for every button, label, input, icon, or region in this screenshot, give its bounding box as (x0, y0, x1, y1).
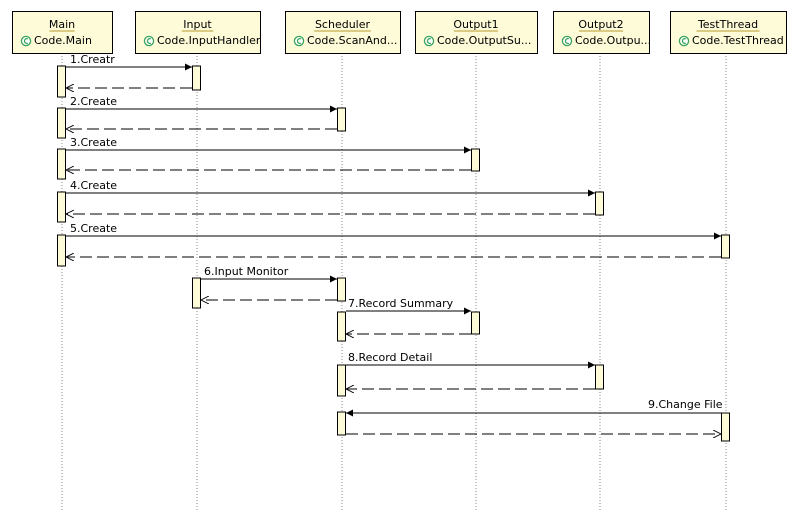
message-label: 4.Create (70, 179, 117, 192)
activation-bar-scheduler (337, 364, 346, 397)
message-label: 1.Creatr (70, 53, 115, 66)
participant-name: Input (183, 18, 212, 31)
activation-bar-input (192, 65, 201, 91)
message-8: 8.Record Detail (346, 351, 595, 389)
message-label: 5.Create (70, 222, 117, 235)
class-icon (143, 35, 155, 47)
participant-name: Output2 (578, 18, 623, 31)
message-label: 6.Input Monitor (204, 265, 289, 278)
participant-class: Code.Main (34, 34, 92, 47)
participant-class: Code.InputHandler (157, 34, 261, 47)
participant-name: Output1 (453, 18, 498, 31)
activation-bar-testthread (721, 234, 730, 259)
participant-class: Code.Outpu... (575, 34, 651, 47)
message-label: 2.Create (70, 95, 117, 108)
participant-class: Code.ScanAnd... (307, 34, 397, 47)
participant-scheduler[interactable]: SchedulerCode.ScanAnd... (285, 11, 401, 54)
activation-bar-scheduler (337, 311, 346, 342)
activation-bar-main (57, 148, 66, 180)
activation-bar-output1 (471, 148, 480, 172)
activation-bar-main (57, 234, 66, 267)
message-label: 3.Create (70, 136, 117, 149)
message-6: 6.Input Monitor (201, 265, 337, 300)
message-5: 5.Create (66, 222, 721, 257)
class-icon (293, 35, 305, 47)
class-icon (20, 35, 32, 47)
activation-bar-output1 (471, 311, 480, 335)
participant-class: Code.TestThread (692, 34, 784, 47)
activation-bar-main (57, 65, 66, 98)
message-label: 7.Record Summary (348, 297, 454, 310)
message-label: 9.Change File (648, 398, 723, 411)
class-icon (561, 35, 573, 47)
activation-bar-scheduler (337, 107, 346, 132)
activation-bar-main (57, 191, 66, 223)
message-9: 9.Change File (346, 398, 723, 434)
message-7: 7.Record Summary (346, 297, 471, 334)
participant-output2[interactable]: Output2Code.Outpu... (553, 11, 652, 54)
class-icon (678, 35, 690, 47)
activation-bar-output2 (595, 191, 604, 216)
class-icon (423, 35, 435, 47)
activation-bar-output2 (595, 364, 604, 390)
participant-name: Scheduler (315, 18, 371, 31)
activation-bar-scheduler (337, 411, 346, 436)
participant-name: Main (49, 18, 75, 31)
participant-class: Code.OutputSu... (437, 34, 531, 47)
participant-name: TestThread (697, 18, 758, 31)
activation-bar-input (192, 277, 201, 309)
activation-bar-scheduler (337, 277, 346, 302)
activation-bar-main (57, 107, 66, 139)
message-2: 2.Create (66, 95, 337, 129)
participant-output1[interactable]: Output1Code.OutputSu... (415, 11, 538, 54)
message-label: 8.Record Detail (348, 351, 432, 364)
message-3: 3.Create (66, 136, 471, 170)
activation-bar-testthread (721, 412, 730, 442)
message-1: 1.Creatr (66, 53, 192, 88)
message-4: 4.Create (66, 179, 595, 214)
